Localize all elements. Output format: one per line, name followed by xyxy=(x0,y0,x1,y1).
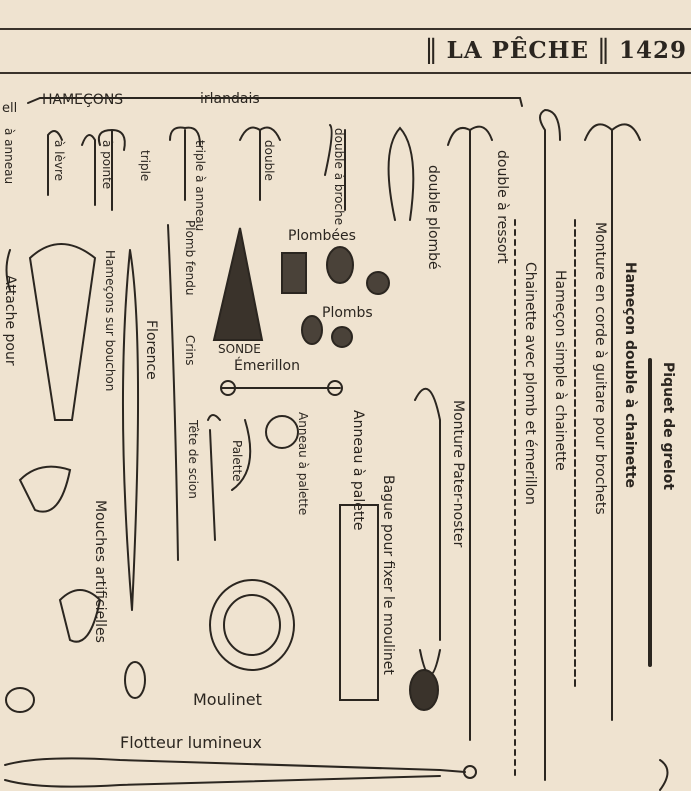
label-double-plombe: double plombé xyxy=(425,165,441,270)
label-pointe: à pointe xyxy=(100,140,114,190)
hook-double-icon xyxy=(239,126,281,201)
label-hamecons: HAMEÇONS xyxy=(42,92,124,108)
label-double-ressort: double à ressort xyxy=(494,150,510,264)
mouche-icon xyxy=(124,661,146,699)
hook-double-chainette-icon xyxy=(584,123,641,721)
label-florence: Florence xyxy=(143,320,159,380)
anneau-palette-icon xyxy=(265,415,299,449)
hook-simple-chainette-icon xyxy=(539,108,561,781)
bague-icon xyxy=(339,504,379,701)
moulinet-icon xyxy=(209,579,295,671)
label-double: double xyxy=(262,140,276,181)
label-palette: Palette xyxy=(230,440,244,482)
insect-icon xyxy=(5,687,35,713)
label-sonde: SONDE xyxy=(218,342,261,356)
label-crins: Crins xyxy=(183,335,197,366)
flotteur-ring-icon xyxy=(463,765,477,779)
sonde-icon xyxy=(212,227,264,341)
hook-double-plombe-icon xyxy=(387,126,415,221)
label-plombs: Plombs xyxy=(322,305,373,321)
hamecons-sur-bouchon-icon xyxy=(28,243,97,421)
label-double-broche: double à broche xyxy=(332,128,346,226)
label-hamecon-double-chainette: Hameçon double à chainette xyxy=(622,262,638,488)
crins-icon xyxy=(167,224,179,561)
label-triple-anneau: triple à anneau xyxy=(193,140,207,232)
header-separator: ‖ xyxy=(424,35,439,65)
hook-levre-icon xyxy=(81,134,96,206)
label-anneau-palette-2: Anneau à palette xyxy=(296,412,310,516)
plomb-icon xyxy=(301,315,323,345)
label-ell: ell xyxy=(2,101,18,116)
pater-noster-weight-icon xyxy=(409,669,439,711)
page-header: ‖ LA PÊCHE ‖ 1429 xyxy=(425,34,687,66)
label-plombees: Plombées xyxy=(288,228,356,244)
palette-icon xyxy=(231,419,252,491)
page-number: 1429 xyxy=(618,36,687,64)
label-anneau-palette-1: Anneau à palette xyxy=(350,410,366,531)
hook-anneau-icon xyxy=(47,130,63,196)
label-emerillon: Émerillon xyxy=(234,358,300,374)
hook-double-broche-icon xyxy=(324,124,346,211)
hook-double-ressort-icon xyxy=(447,125,493,741)
label-monture-corde: Monture en corde à guitare pour brochets xyxy=(592,222,608,515)
top-rule xyxy=(0,28,691,30)
plomb-icon xyxy=(331,326,353,348)
mouche-icon xyxy=(18,465,72,513)
label-hamecons-bouchon: Hameçons sur bouchon xyxy=(103,250,117,392)
section-title: LA PÊCHE xyxy=(446,36,589,64)
label-moulinet: Moulinet xyxy=(193,690,262,709)
label-flotteur-lumineux: Flotteur lumineux xyxy=(120,733,262,752)
header-rule xyxy=(0,72,691,74)
label-hamecon-simple-chainette: Hameçon simple à chainette xyxy=(552,270,568,471)
label-levre: à lèvre xyxy=(52,140,66,182)
plombee-icon xyxy=(281,252,307,294)
hamecons-bracket xyxy=(27,97,523,107)
mouche-icon xyxy=(58,589,102,643)
hook-pointe-icon xyxy=(97,128,126,211)
attache-icon xyxy=(5,249,11,291)
monture-pater-noster-icon xyxy=(414,387,441,676)
label-attache: Attache pour xyxy=(2,275,18,366)
label-irlandais: irlandais xyxy=(200,91,260,107)
header-separator: ‖ xyxy=(596,35,611,65)
moulinet-spool-icon xyxy=(223,594,281,656)
label-triple: triple xyxy=(138,150,152,182)
plombee-icon xyxy=(326,246,354,284)
flotteur-lumineux-icon xyxy=(4,757,466,788)
label-bague: Bague pour fixer le moulinet xyxy=(380,475,396,675)
plomb-icon xyxy=(366,271,390,295)
label-plomb-fendu: Plomb fendu xyxy=(183,220,197,296)
emerillon-ring-icon xyxy=(327,380,343,396)
hook-triple-anneau-icon xyxy=(169,126,201,201)
emerillon-ring-icon xyxy=(220,380,236,396)
label-chainette-plomb: Chainette avec plomb et émerillon xyxy=(522,262,538,505)
label-monture-pater-noster: Monture Pater-noster xyxy=(450,400,466,548)
corner-fragment-icon xyxy=(659,759,669,791)
label-anneau: à anneau xyxy=(2,128,16,185)
label-piquet-grelot: Piquet de grelot xyxy=(660,362,676,491)
tete-scion-icon xyxy=(207,414,221,541)
label-mouches: Mouches artificielles xyxy=(92,500,108,643)
label-tete-scion: Tête de scion xyxy=(186,420,200,499)
florence-float-icon xyxy=(121,249,140,611)
